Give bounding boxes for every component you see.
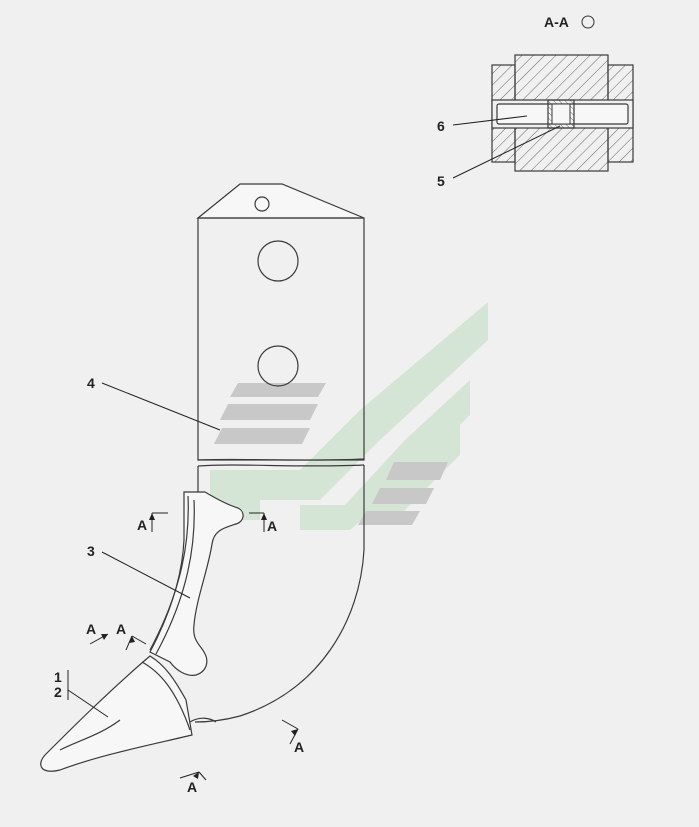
shank-lower-curve — [149, 465, 365, 723]
ripper-tip — [40, 655, 217, 772]
section-title: A-A — [544, 14, 569, 30]
callout-6: 6 — [437, 118, 445, 134]
section-marker-6: A — [179, 771, 207, 795]
section-marker-4: A — [116, 621, 147, 651]
shank-part — [196, 183, 365, 467]
mount-hole-upper — [257, 240, 299, 282]
svg-text:A: A — [187, 779, 197, 795]
leader-line-3 — [101, 551, 191, 599]
mount-hole-lower — [257, 345, 299, 387]
leader-line-5 — [452, 125, 561, 179]
svg-text:A: A — [86, 621, 96, 637]
section-marker-3: A — [86, 621, 109, 645]
section-marker-5: A — [281, 719, 304, 755]
top-hole — [254, 196, 270, 212]
callout-2: 2 — [54, 684, 62, 700]
svg-text:A: A — [137, 517, 147, 533]
circle-view-icon — [581, 15, 595, 29]
section-view-a-a: A-A 6 5 — [437, 14, 634, 189]
callout-1: 1 — [54, 669, 62, 685]
callout-5: 5 — [437, 173, 445, 189]
section-marker-2: A — [249, 512, 277, 534]
svg-text:A: A — [116, 621, 126, 637]
leader-line-1-2 — [67, 689, 109, 718]
callout-3: 3 — [87, 543, 95, 559]
svg-text:A: A — [294, 739, 304, 755]
protector-plate — [149, 491, 244, 676]
leader-line-6 — [452, 115, 528, 126]
brand-watermark-logo — [210, 302, 488, 530]
callout-4: 4 — [87, 375, 95, 391]
section-marker-1: A — [137, 512, 168, 533]
leader-line-4 — [101, 382, 221, 431]
svg-text:A: A — [267, 518, 277, 534]
